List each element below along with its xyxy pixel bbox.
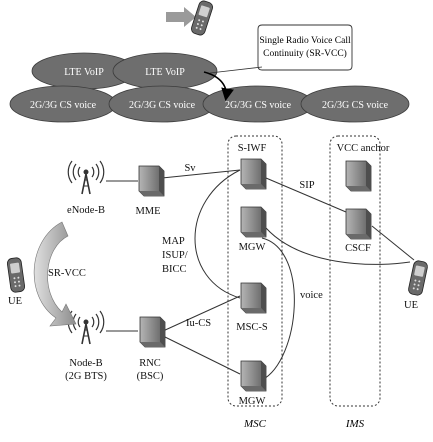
sv-label: Sv xyxy=(184,163,196,174)
protocol-label-isup: ISUP/ xyxy=(162,250,188,261)
mgw-top-label: MGW xyxy=(239,242,266,253)
callout-text-line2: Continuity (SR-VCC) xyxy=(263,48,347,59)
link-voice-mgw xyxy=(261,237,295,381)
nodeb-tower-icon xyxy=(67,310,105,345)
msc-s-server-icon xyxy=(240,282,267,314)
sr-vcc-arrow xyxy=(33,221,77,327)
link-mgw-ue xyxy=(265,227,411,265)
mgw-bottom-server-icon xyxy=(240,360,267,392)
enodeb-tower-icon xyxy=(67,160,105,195)
protocol-label-map: MAP xyxy=(162,236,185,247)
cs-cell-4-label: 2G/3G CS voice xyxy=(322,100,389,111)
labels-layer: eNode-B MME Sv S-IWF SIP VCC anchor MGW … xyxy=(8,143,418,407)
movement-arrow xyxy=(166,7,196,27)
handover-arrow xyxy=(203,66,263,102)
link-rnc-mscs xyxy=(162,295,241,332)
nodeb-label-line2: (2G BTS) xyxy=(65,371,107,382)
ims-label: IMS xyxy=(345,418,365,430)
link-rnc-mgw-bottom xyxy=(162,335,241,375)
ue-right-label: UE xyxy=(404,300,418,311)
link-siwf-cscf xyxy=(265,177,347,213)
nodeb-label-line1: Node-B xyxy=(69,358,102,369)
vcc-anchor-server-icon xyxy=(345,160,372,192)
msc-label: MSC xyxy=(243,418,267,430)
ue-left-phone-icon xyxy=(6,256,26,294)
cscf-server-icon xyxy=(345,208,372,240)
cscf-label: CSCF xyxy=(345,243,371,254)
msc-boundary xyxy=(227,135,283,407)
siwf-label: S-IWF xyxy=(238,143,267,154)
link-map-isup-bicc xyxy=(194,169,241,299)
ue-right-phone-icon xyxy=(407,259,429,297)
lte-cell-1-label: LTE VoIP xyxy=(64,67,104,78)
mme-label: MME xyxy=(135,206,160,217)
msc-s-label: MSC-S xyxy=(236,322,268,333)
cs-cell-3-label: 2G/3G CS voice xyxy=(225,100,292,111)
voice-label: voice xyxy=(300,290,323,301)
link-mme-siwf xyxy=(161,169,241,179)
vcc-anchor-label: VCC anchor xyxy=(337,143,390,154)
link-cscf-ue xyxy=(371,225,415,261)
cs-cell-2-label: 2G/3G CS voice xyxy=(129,100,196,111)
lte-cell-2-label: LTE VoIP xyxy=(145,67,185,78)
ue-left-label: UE xyxy=(8,296,22,307)
cs-cell-1-label: 2G/3G CS voice xyxy=(30,100,97,111)
rnc-label-line1: RNC xyxy=(139,358,161,369)
sip-label: SIP xyxy=(299,180,314,191)
rnc-server-icon xyxy=(139,316,166,348)
connections xyxy=(106,169,415,381)
rnc-label-line2: (BSC) xyxy=(137,371,164,382)
callout-box: Single Radio Voice Call Continuity (SR-V… xyxy=(257,24,353,71)
protocol-label-bicc: BICC xyxy=(162,264,187,275)
sr-vcc-label: SR-VCC xyxy=(48,268,86,279)
iu-cs-label: Iu-CS xyxy=(186,318,211,329)
callout-text-line1: Single Radio Voice Call xyxy=(259,36,351,46)
mgw-bottom-label: MGW xyxy=(239,396,266,407)
enodeb-label: eNode-B xyxy=(67,205,105,216)
mgw-top-server-icon xyxy=(240,206,267,238)
ims-boundary xyxy=(329,135,381,407)
siwf-server-icon xyxy=(240,158,267,190)
cs-cell-4 xyxy=(300,85,410,123)
mme-server-icon xyxy=(138,165,165,197)
